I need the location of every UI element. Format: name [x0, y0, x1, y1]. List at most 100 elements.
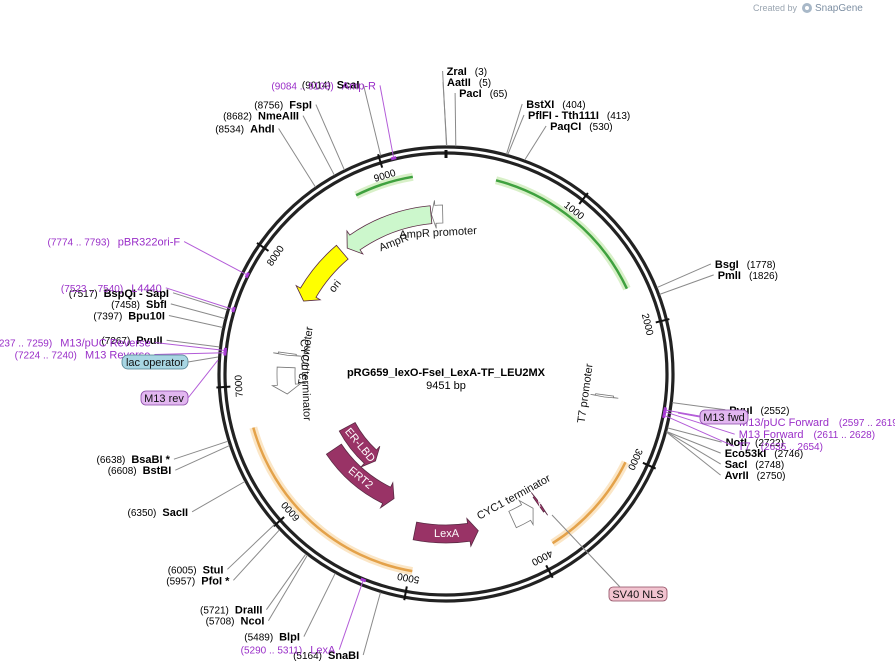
site-lead-ahdi	[278, 128, 316, 188]
created-by-text: Created by	[753, 3, 798, 13]
site-pos-ahdi: (8534)	[215, 125, 244, 136]
site-bstxi: BstXI(404)	[526, 99, 585, 111]
site-name-aatii: AatII	[447, 77, 471, 89]
feature-cyc1-term-right	[508, 499, 534, 529]
outer-feature-arcs	[249, 172, 631, 576]
site-pos-pvuii: (7267)	[101, 336, 130, 347]
primer-name-m13-puc-forward: M13/pUC Forward	[739, 417, 829, 429]
site-lead-snabi	[362, 592, 381, 656]
site-pos-nmeaiii: (8682)	[223, 112, 252, 123]
site-bstbi: BstBI (6608)	[108, 465, 172, 477]
site-pos-paqci: (530)	[589, 122, 612, 133]
primer-range-amp-r: (9084 .. 9103)	[271, 81, 333, 92]
tick-label-2000: 2000	[639, 313, 655, 338]
feature-label-lexa: LexA	[434, 528, 460, 540]
site-draiii: DraIII(5721)	[200, 605, 262, 617]
green-arc-top-halo	[494, 176, 631, 291]
site-lead-draiii	[265, 553, 307, 610]
site-pfoi: PfoI * (5957)	[166, 575, 230, 587]
site-pos-zrai: (3)	[475, 67, 487, 78]
site-name-bstbi: BstBI	[143, 465, 172, 477]
site-lead-avrii	[666, 431, 721, 476]
tick-mark-8000	[256, 242, 270, 252]
site-name-pflfi: PflFI - Tth111I	[528, 110, 599, 122]
site-name-pmli: PmlI	[718, 270, 741, 282]
site-paqci: PaqCI(530)	[550, 121, 613, 133]
lac-operator-text: lac operator	[126, 357, 184, 369]
primer-amp-r: Amp-R(9084 .. 9103)	[271, 80, 376, 92]
site-name-bspqi: BspQI - SapI	[104, 288, 169, 300]
primer-lead-t7	[663, 414, 735, 447]
tick-label-8000: 8000	[265, 244, 287, 269]
site-paci: PacI (65)	[459, 88, 507, 100]
site-pos-snabi: (5164)	[293, 651, 322, 662]
site-nmeaiii: NmeAIII(8682)	[223, 111, 299, 123]
site-name-pfoi: PfoI *	[201, 575, 230, 587]
site-name-avrii: AvrII	[725, 470, 749, 482]
site-pos-bstxi: (404)	[562, 100, 585, 111]
tick-mark-6000	[272, 516, 285, 528]
site-pos-paci: (65)	[490, 89, 508, 100]
primer-range-m13-forward: (2611 .. 2628)	[814, 430, 876, 441]
site-lead-pflfi	[507, 114, 525, 155]
tick-mark-9000	[377, 153, 384, 168]
site-pos-ncoi: (5708)	[206, 617, 235, 628]
site-pos-pfoi: (5957)	[166, 576, 195, 587]
site-pos-scai: (9014)	[302, 81, 331, 92]
primer-lead-m13-reverse	[154, 352, 226, 355]
site-name-eco53ki: Eco53kI	[725, 448, 767, 460]
site-fspi: FspI(8756)	[254, 100, 312, 112]
primer-lead-amp-r	[379, 85, 395, 159]
primer-range-pbr322ori-f: (7774 .. 7793)	[48, 238, 110, 249]
site-noti: NotI (2722)	[726, 437, 784, 449]
m13-fwd-text: M13 fwd	[703, 412, 745, 424]
site-name-noti: NotI	[726, 437, 747, 449]
plasmid-length: 9451 bp	[426, 380, 466, 392]
green-arc-top	[495, 179, 629, 290]
site-pos-bstbi: (6608)	[108, 466, 137, 477]
tick-mark-7000	[216, 385, 231, 389]
site-name-snabi: SnaBI	[328, 650, 359, 662]
site-name-bsgi: BsgI	[715, 259, 739, 271]
feature-ampr-promoter	[431, 200, 444, 229]
site-pos-noti: (2722)	[755, 438, 784, 449]
sv40-nls-lead	[551, 514, 621, 588]
primer-range-t7: (2635 .. 2654)	[761, 442, 823, 453]
lac-operator-label: lac operator	[121, 354, 189, 370]
primer-range-lexa-primer: (5290 .. 5311)	[241, 646, 303, 657]
site-pos-pmli: (1826)	[749, 271, 778, 282]
feature-flag	[530, 492, 548, 516]
primer-range-l4440: (7523 .. 7540)	[61, 284, 123, 295]
feature-label-ori: ori	[327, 278, 344, 295]
m13-fwd-lead	[677, 412, 701, 418]
site-name-paci: PacI	[459, 88, 482, 100]
primer-sites: Amp-R(9084 .. 9103) pBR322ori-F(7774 .. 7…	[0, 80, 895, 656]
feature-t3-promoter	[273, 351, 302, 357]
primer-lead-l4440	[165, 287, 234, 311]
primer-lexa-primer: LexA(5290 .. 5311)	[241, 645, 336, 657]
site-name-bsabi: BsaBI *	[131, 454, 170, 466]
m13-rev-lead	[187, 359, 219, 399]
feature-cyc1-term-left	[271, 366, 302, 395]
tick-label-7000: 7000	[233, 374, 245, 397]
site-pos-blpi: (5489)	[244, 633, 273, 644]
primer-pbr322ori-f: pBR322ori-F(7774 .. 7793)	[48, 237, 181, 249]
primer-name-l4440: L4440	[131, 283, 162, 295]
site-bsabi: BsaBI *(6638)	[96, 454, 170, 466]
site-lead-bsabi	[173, 440, 229, 460]
snapgene-name: SnapGene	[815, 3, 863, 14]
orange-arc-left	[252, 427, 413, 573]
site-snabi: SnaBI (5164)	[293, 650, 359, 662]
tick-label-5000: 5000	[396, 570, 420, 585]
tick-label-3000: 3000	[625, 447, 644, 472]
site-lead-ncoi	[267, 554, 308, 621]
site-lead-stui	[227, 524, 275, 570]
site-bpu10i: Bpu10I(7397)	[93, 311, 165, 323]
tick-mark-1000	[578, 192, 589, 205]
site-pos-pflfi: (413)	[607, 111, 630, 122]
site-name-stui: StuI	[203, 564, 224, 576]
site-lead-blpi	[303, 573, 336, 637]
site-pmli: PmlI (1826)	[718, 270, 778, 282]
tick-mark-3000	[642, 461, 657, 470]
